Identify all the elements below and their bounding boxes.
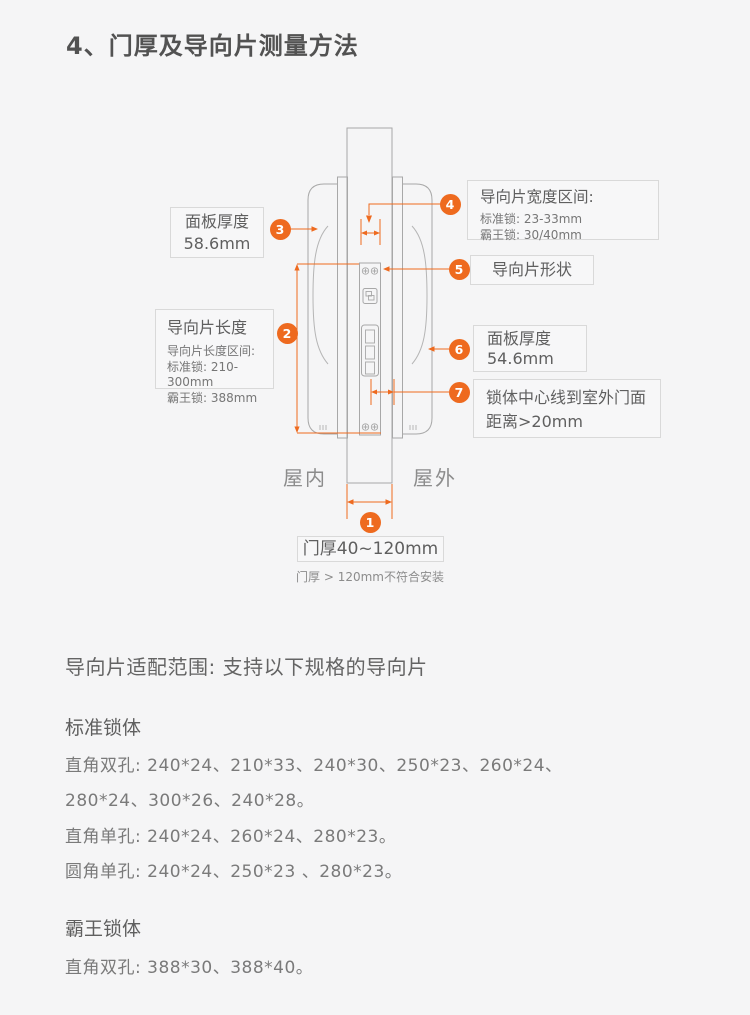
callout-sub: 标准锁: 210-300mm (167, 359, 239, 390)
spec-section-heading: 导向片适配范围: 支持以下规格的导向片 (65, 655, 428, 679)
spec-line: 直角单孔: 240*24、260*24、280*23。 (65, 827, 397, 847)
dimension-lines (290, 203, 449, 519)
baron-lock-title: 霸王锁体 (65, 918, 142, 940)
callout-title: 导向片长度 (167, 318, 248, 337)
callout-text: 面板厚度 (184, 212, 249, 231)
badge-5: 5 (448, 258, 470, 280)
indoor-panel-contour (312, 225, 329, 365)
callout-title: 导向片宽度区间: (480, 188, 594, 206)
door-thickness-note: 门厚 > 120mm不符合安装 (296, 570, 444, 584)
panel-feet-marks (319, 425, 417, 430)
outdoor-label: 屋外 (413, 466, 457, 490)
badge-7: 7 (448, 381, 470, 403)
dead-bolt (361, 324, 379, 377)
badge-2: 2 (276, 322, 298, 344)
callout-sub: 标准锁: 23-33mm (480, 212, 583, 226)
callout-text: 面板厚度 (487, 329, 552, 348)
callout-door-thickness: 门厚40~120mm (297, 536, 444, 562)
callout-center-distance: 锁体中心线到室外门面 距离>20mm (473, 379, 661, 438)
badge-4: 4 (439, 193, 461, 215)
callout-sub: 霸王锁: 30/40mm (480, 227, 582, 242)
callout-guide-shape: 导向片形状 (470, 255, 594, 285)
badge-3: 3 (269, 219, 291, 240)
indoor-panel (307, 183, 338, 435)
guide-plate-screws (361, 267, 379, 431)
callout-sub: 导向片长度区间: (167, 344, 256, 358)
door-thickness-ticks (346, 484, 393, 519)
latch-bolt (362, 288, 378, 304)
callout-value: 58.6mm (183, 234, 251, 253)
badge-1: 1 (359, 511, 381, 533)
callout-panel-thickness-indoor: 面板厚度 58.6mm (170, 207, 264, 258)
arrowheads (294, 215, 435, 505)
width-ticks (360, 219, 381, 245)
callout-sub: 霸王锁: 388mm (167, 390, 258, 405)
badge-6: 6 (448, 339, 470, 360)
callout-value: 54.6mm (487, 349, 554, 368)
callout-panel-thickness-outdoor: 面板厚度 54.6mm (473, 325, 587, 372)
standard-lock-title: 标准锁体 (65, 717, 142, 739)
callout-text: 门厚40~120mm (302, 539, 439, 559)
leader-4 (368, 203, 445, 215)
outdoor-panel-contour (411, 225, 428, 365)
callout-guide-length: 导向片长度 导向片长度区间: 标准锁: 210-300mm 霸王锁: 388mm (155, 309, 274, 405)
callout-value: 距离>20mm (486, 412, 583, 431)
spec-line: 280*24、300*26、240*28。 (65, 791, 315, 811)
lock-structure (307, 127, 433, 484)
length-connectors (297, 263, 381, 434)
spec-line: 圆角单孔: 240*24、250*23 、280*23。 (65, 862, 403, 882)
indoor-label: 屋内 (283, 466, 327, 490)
spec-line: 直角双孔: 240*24、210*33、240*30、250*23、260*24… (65, 756, 563, 776)
callout-guide-width: 导向片宽度区间: 标准锁: 23-33mm 霸王锁: 30/40mm (467, 180, 659, 242)
spec-line: 直角双孔: 388*30、388*40。 (65, 958, 314, 978)
inner-mount-plate (337, 176, 348, 439)
callout-text: 锁体中心线到室外门面 (486, 388, 647, 407)
page-title: 4、门厚及导向片测量方法 (66, 32, 359, 60)
outdoor-panel (402, 183, 433, 435)
callout-text: 导向片形状 (491, 260, 572, 279)
